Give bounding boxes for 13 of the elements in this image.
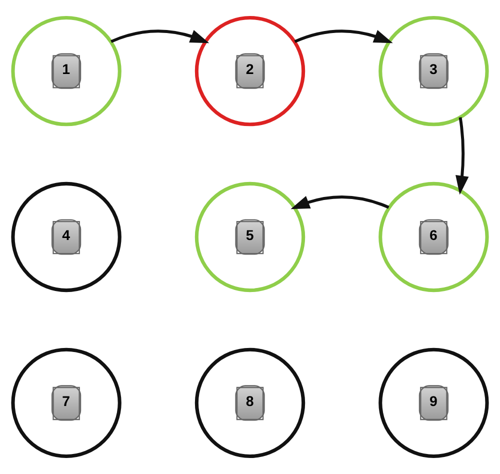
arrow bbox=[290, 196, 390, 210]
node-circle: 6 bbox=[378, 182, 489, 292]
node-circle: 7 bbox=[11, 348, 122, 458]
arrow bbox=[294, 30, 393, 44]
arrow bbox=[110, 30, 210, 44]
node-circle: 2 bbox=[194, 16, 306, 126]
node-circle: 8 bbox=[194, 348, 306, 458]
node-circle: 9 bbox=[378, 348, 489, 458]
node-circle: 5 bbox=[194, 182, 306, 292]
arrow bbox=[456, 117, 469, 195]
node-circle: 3 bbox=[378, 16, 489, 126]
node-circle: 1 bbox=[11, 16, 122, 126]
node-circle: 4 bbox=[11, 182, 122, 292]
